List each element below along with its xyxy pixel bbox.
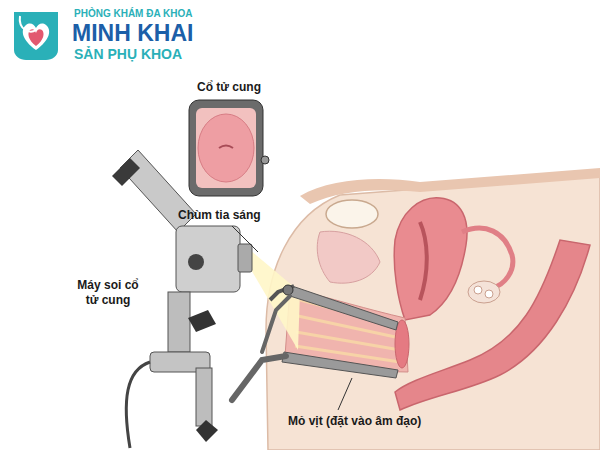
- colposcope-head: [176, 226, 240, 292]
- abdominal-wall: [300, 168, 600, 204]
- logo-line: PHÒNG KHÁM ĐA KHOA: [74, 8, 193, 21]
- leader-line: [232, 226, 258, 252]
- pubic-tissue: [317, 231, 380, 283]
- cervix-face: [198, 114, 254, 182]
- colposcope-cable: [126, 362, 150, 448]
- inset-heading: Cổ tử cung: [186, 80, 272, 94]
- part-label: Máy soi cổ tử cung: [72, 278, 144, 308]
- inset-box: Cổ tử cung: [186, 80, 272, 198]
- logo-icon: [14, 12, 58, 60]
- logo-heart: [23, 24, 49, 50]
- cervical-os: [219, 146, 233, 149]
- speculum-screw: [283, 285, 293, 295]
- speculum-lower-blade: [282, 352, 398, 378]
- speculum-handle: [232, 356, 286, 400]
- logo-badge: [14, 12, 58, 60]
- inset-frame: [186, 98, 272, 198]
- leader-line: [338, 378, 352, 410]
- colposcope-lens: [238, 244, 252, 272]
- fallopian-tube: [462, 228, 513, 288]
- speculum-view: [189, 100, 263, 196]
- colposcope-eyecup: [112, 158, 140, 186]
- part-label: Mỏ vịt (đặt vào âm đạo): [288, 414, 421, 429]
- uterine-cavity: [420, 222, 427, 300]
- logo-stethoscope: [20, 16, 36, 31]
- bladder: [326, 200, 378, 228]
- speculum-lever: [262, 296, 290, 352]
- ovary: [468, 281, 500, 303]
- colposcope-stand: [196, 368, 212, 426]
- ovary-follicle: [474, 286, 482, 294]
- speculum-upper-blade: [290, 286, 398, 330]
- vaginal-wall: [196, 108, 256, 188]
- part-label: Chùm tia sáng: [178, 208, 261, 223]
- uterus: [394, 198, 467, 320]
- colposcope-base-knob: [196, 420, 218, 442]
- light-beam: [250, 250, 300, 350]
- logo-brand: MINH KHAI: [72, 19, 193, 48]
- colposcope-arm: [168, 292, 190, 352]
- ovary-follicle: [485, 290, 493, 298]
- speculum-screw: [261, 156, 269, 164]
- colposcope-knob: [188, 254, 204, 270]
- logo-line: SẢN PHỤ KHOA: [74, 46, 182, 64]
- rectum: [395, 240, 590, 410]
- body-section: [266, 175, 600, 450]
- colposcope-lock: [188, 310, 216, 332]
